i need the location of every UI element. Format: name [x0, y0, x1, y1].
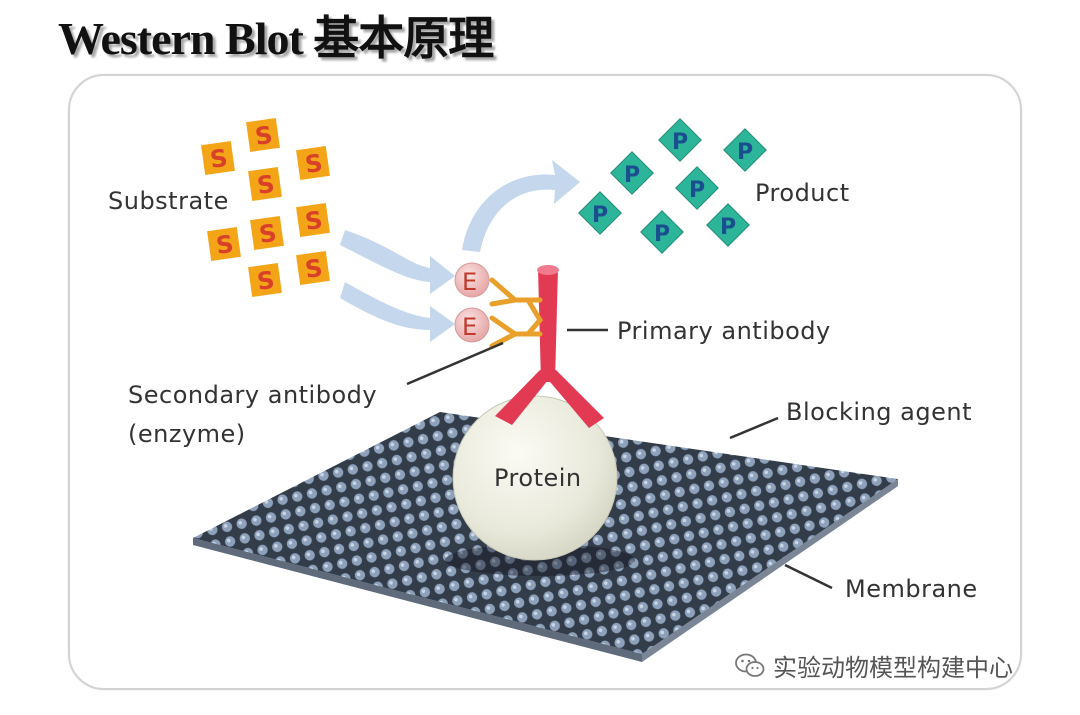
watermark: 实验动物模型构建中心 — [735, 648, 1013, 683]
svg-text:E: E — [462, 268, 477, 296]
product-tile: P — [640, 210, 684, 254]
enzyme-top: E — [454, 262, 490, 298]
enzyme-bottom: E — [454, 307, 490, 343]
protein-label: Protein — [494, 464, 582, 492]
reaction-arrows — [340, 160, 580, 342]
svg-text:P: P — [720, 215, 736, 240]
product-tile: P — [723, 128, 767, 172]
svg-text:P: P — [592, 203, 608, 228]
svg-text:P: P — [672, 130, 688, 155]
membrane-label: Membrane — [845, 575, 978, 603]
wechat-icon — [735, 653, 765, 677]
svg-text:S: S — [255, 170, 276, 200]
svg-text:S: S — [253, 121, 274, 151]
substrate-tile: S — [296, 251, 330, 285]
svg-text:S: S — [208, 144, 229, 174]
protein-sphere: Protein — [445, 395, 635, 576]
svg-text:P: P — [689, 178, 705, 203]
substrate-tile: S — [201, 141, 235, 175]
blocking-agent-label: Blocking agent — [786, 398, 972, 426]
svg-text:P: P — [654, 222, 670, 247]
substrate-tile: S — [246, 118, 280, 152]
product-tile: P — [610, 151, 654, 195]
svg-text:S: S — [303, 254, 324, 284]
product-molecules: P P P P P P P — [578, 118, 767, 254]
product-label: Product — [755, 179, 850, 207]
product-tile: P — [578, 191, 622, 235]
secondary-antibody — [489, 277, 544, 349]
page-title: Western Blot 基本原理 — [58, 13, 494, 64]
secondary-antibody-sublabel: (enzyme) — [128, 420, 246, 448]
substrate-label: Substrate — [108, 187, 229, 215]
product-tile: P — [658, 118, 702, 162]
svg-text:S: S — [214, 230, 235, 260]
substrate-tile: S — [207, 227, 241, 261]
substrate-tile: S — [248, 167, 282, 201]
substrate-tile: S — [296, 203, 330, 237]
svg-text:S: S — [303, 149, 324, 179]
primary-antibody-label: Primary antibody — [617, 317, 831, 345]
svg-text:P: P — [737, 140, 753, 165]
primary-antibody — [495, 265, 604, 428]
svg-text:P: P — [624, 163, 640, 188]
svg-text:S: S — [303, 206, 324, 236]
substrate-tile: S — [250, 216, 284, 250]
product-tile: P — [706, 203, 750, 247]
watermark-text: 实验动物模型构建中心 — [773, 654, 1013, 682]
substrate-molecules: S S S S S S S S — [201, 118, 330, 297]
secondary-antibody-label: Secondary antibody — [128, 381, 377, 409]
substrate-tile: S — [248, 263, 282, 297]
svg-text:S: S — [255, 266, 276, 296]
leader-lines — [406, 328, 833, 590]
svg-text:S: S — [257, 219, 278, 249]
substrate-tile: S — [296, 146, 330, 180]
product-tile: P — [675, 166, 719, 210]
svg-text:E: E — [462, 313, 477, 341]
